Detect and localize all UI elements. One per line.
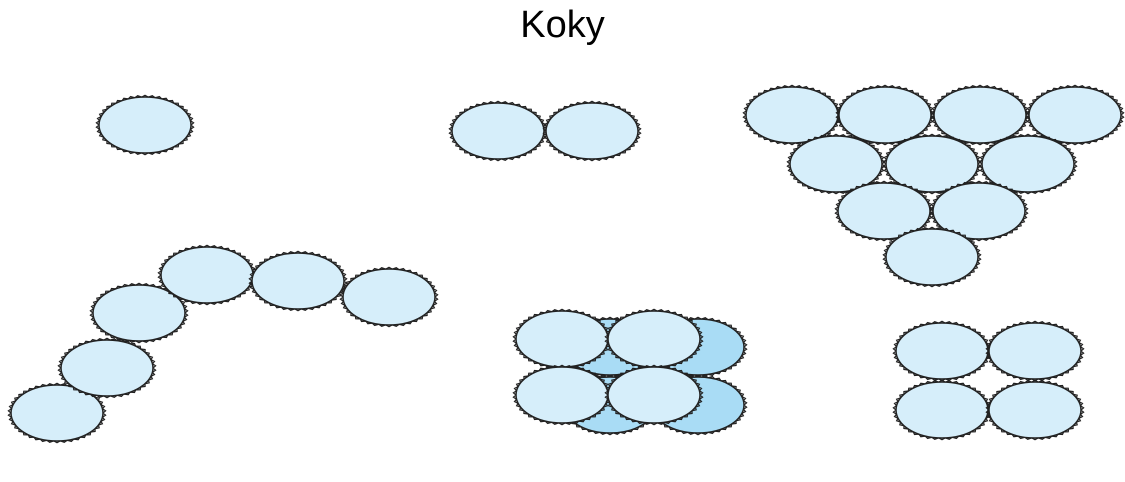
group-coccus: [95, 94, 195, 156]
cell: [838, 86, 932, 144]
cell: [837, 182, 931, 240]
cell: [160, 246, 254, 304]
group-staphylococcus: [742, 84, 1125, 288]
cell: [60, 339, 154, 397]
cell: [745, 86, 839, 144]
cell: [98, 96, 192, 154]
cell: [515, 366, 609, 424]
group-tetrad: [892, 320, 1085, 441]
group-diplococcus: [448, 100, 642, 162]
cell: [451, 102, 545, 160]
cell: [545, 102, 639, 160]
cell: [932, 182, 1026, 240]
cell: [10, 384, 104, 442]
cell: [895, 381, 989, 439]
cell: [895, 322, 989, 380]
cell: [607, 366, 701, 424]
cell: [1028, 86, 1122, 144]
cell: [607, 310, 701, 368]
cell: [515, 310, 609, 368]
cell: [988, 381, 1082, 439]
cell: [933, 86, 1027, 144]
page-title: Koky: [520, 4, 605, 46]
cell: [981, 135, 1075, 193]
cell: [988, 322, 1082, 380]
cell: [789, 135, 883, 193]
cell: [342, 268, 436, 326]
cell: [251, 252, 345, 310]
cell: [885, 135, 979, 193]
group-streptococcus: [7, 244, 439, 444]
cell: [92, 284, 186, 342]
group-sarcina: [512, 308, 748, 436]
cell: [885, 228, 979, 286]
